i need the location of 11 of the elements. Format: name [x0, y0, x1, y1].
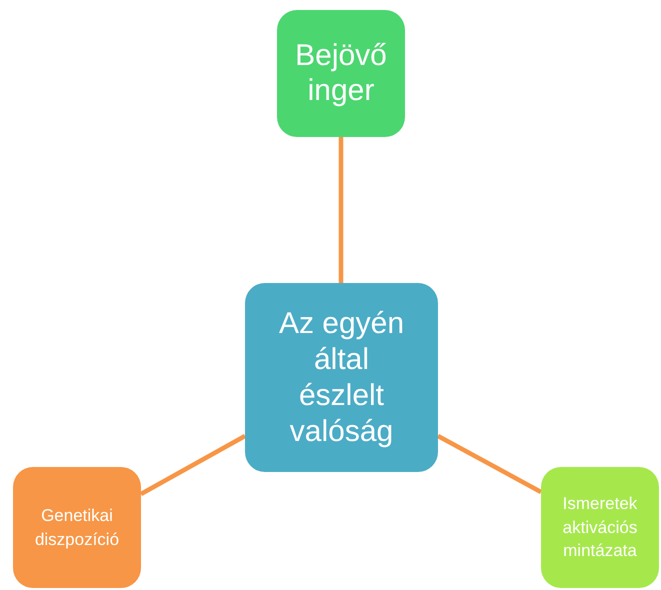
rounded-box — [541, 467, 659, 588]
node-label: Az egyén által észlelt valóság — [278, 306, 406, 450]
connector-line — [436, 434, 542, 494]
rounded-box — [277, 10, 405, 137]
node-label: Bejövő inger — [294, 39, 388, 108]
node-label: Ismeretek aktivációs mintázata — [562, 492, 638, 562]
connector-line — [338, 137, 344, 283]
rounded-box — [13, 467, 141, 588]
node-label: Genetikai diszpozíció — [34, 504, 120, 550]
rounded-box — [245, 283, 438, 472]
connector-line — [140, 434, 246, 496]
